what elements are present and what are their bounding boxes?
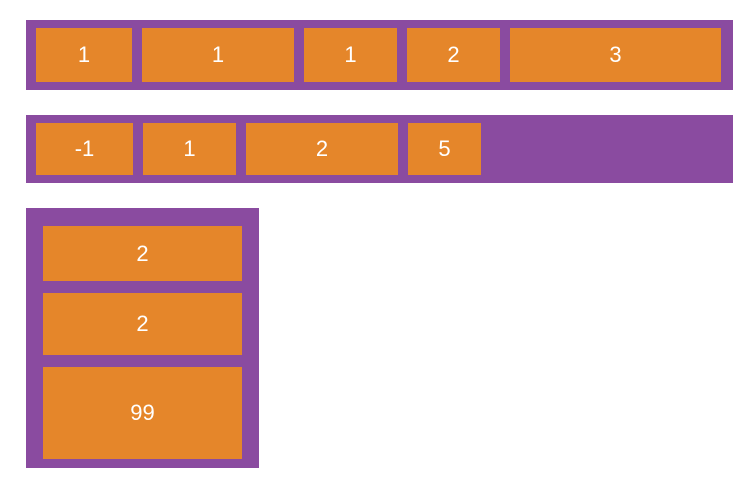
flex-item[interactable]: 99 <box>43 367 242 459</box>
flex-item[interactable]: 3 <box>510 28 721 82</box>
flex-item-value: 1 <box>183 136 196 161</box>
flex-item[interactable]: 1 <box>142 28 294 82</box>
flex-item[interactable]: -1 <box>36 123 133 175</box>
flex-item-value: -1 <box>74 136 95 161</box>
flex-container-row-2: -1 1 2 5 <box>26 115 733 183</box>
flex-item[interactable]: 2 <box>43 226 242 281</box>
flex-item[interactable]: 2 <box>246 123 398 175</box>
flex-item-value: 2 <box>447 42 460 67</box>
flex-item-value: 2 <box>315 136 329 161</box>
flex-item-value: 1 <box>344 42 357 67</box>
flex-item-value: 2 <box>136 311 149 336</box>
flex-container-column-3: 2 2 99 <box>26 208 259 468</box>
flex-item[interactable]: 1 <box>143 123 236 175</box>
flex-item-value: 3 <box>609 42 622 67</box>
flex-container-row-1: 1 1 1 2 3 <box>26 20 733 90</box>
flex-item-value: 1 <box>211 42 225 67</box>
flex-item-value: 99 <box>130 400 155 425</box>
flex-item[interactable]: 1 <box>36 28 132 82</box>
flex-item[interactable]: 1 <box>304 28 397 82</box>
flex-item[interactable]: 2 <box>407 28 500 82</box>
flex-item-value: 5 <box>438 136 451 161</box>
flex-item[interactable]: 2 <box>43 293 242 355</box>
flex-item-value: 2 <box>136 240 149 266</box>
flex-item[interactable]: 5 <box>408 123 481 175</box>
flex-item-value: 1 <box>77 42 91 67</box>
